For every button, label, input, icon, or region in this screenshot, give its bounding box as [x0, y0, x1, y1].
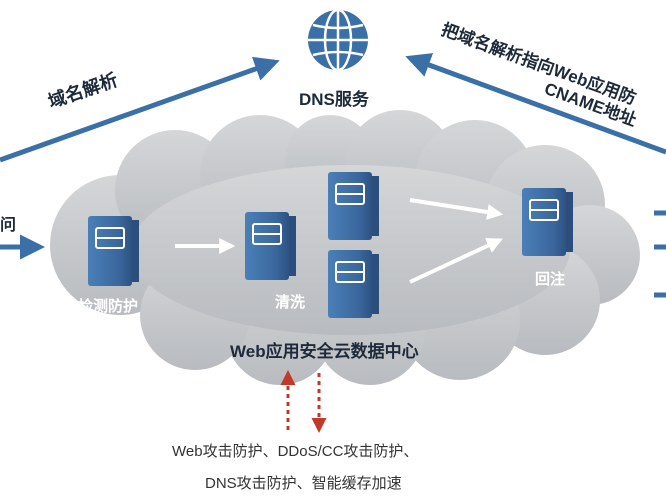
clean-server-icon	[245, 212, 296, 280]
services-line2: DNS攻击防护、智能缓存加速	[205, 475, 402, 492]
reinject-label: 回注	[535, 271, 566, 288]
left-edge-fragment: 问	[0, 217, 17, 234]
clean-to-reinject-arrow-lower	[409, 238, 503, 284]
services-line1: Web攻击防护、DDoS/CC攻击防护、	[172, 443, 419, 460]
globe-icon	[308, 8, 368, 72]
clean-server-upper-icon	[328, 172, 379, 240]
detect-protect-label: 检测防护	[78, 298, 139, 315]
cloud-title: Web应用安全云数据中心	[230, 342, 419, 361]
dns-service-label: DNS服务	[299, 90, 369, 109]
clean-server-lower-icon	[328, 250, 379, 318]
reinject-server-icon	[522, 188, 573, 256]
clean-label: 清洗	[275, 294, 306, 311]
cname-arrow	[405, 53, 666, 155]
detect-server-icon	[88, 216, 139, 286]
clean-to-reinject-arrow-upper	[409, 198, 504, 220]
domain-resolve-arrow	[0, 56, 280, 163]
